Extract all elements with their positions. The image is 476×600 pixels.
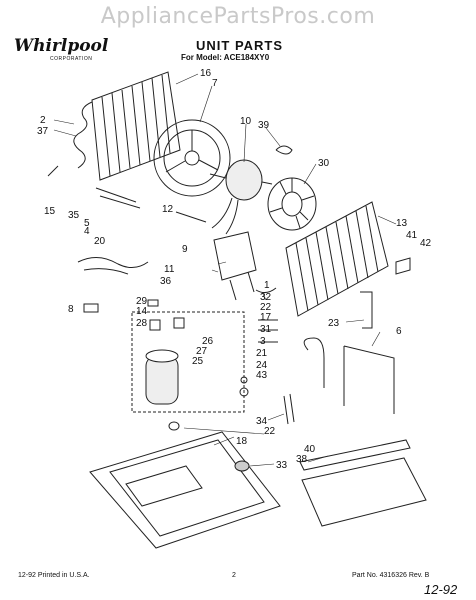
footer-print-date: 12-92 Printed in U.S.A. [18,572,90,579]
callout-11: 11 [164,264,175,275]
overload-part [147,299,159,307]
shaft-rod [175,211,207,223]
condenser-coil [73,71,181,181]
callout-2: 2 [40,115,46,126]
terminal-cover [173,317,185,329]
callout-24: 24 [256,360,268,371]
callout-17: 17 [260,312,272,323]
callout-41: 41 [406,230,418,241]
callout-25: 25 [192,356,204,367]
base-pan [89,431,281,549]
callout-labels: 16 7 2 37 10 39 30 15 35 5 4 12 13 41 42… [37,68,432,471]
callout-31: 31 [260,324,272,335]
base-grommet [234,460,250,472]
callout-40: 40 [304,444,316,455]
callout-21: 21 [256,348,268,359]
callout-4: 4 [84,226,90,237]
callout-39: 39 [258,120,270,131]
motor-support-bracket [213,231,257,301]
callout-43: 43 [256,370,268,381]
callout-10: 10 [240,116,252,127]
callout-35: 35 [68,210,80,221]
callout-6: 6 [396,326,402,337]
brand-logo: Whirlpool [14,36,109,56]
callout-18: 18 [236,436,248,447]
callout-38: 38 [296,454,308,465]
callout-23: 23 [328,318,340,329]
coil-bracket [395,257,411,275]
callout-22: 22 [264,426,276,437]
fan-motor [209,159,273,235]
callout-30: 30 [318,158,330,169]
callout-leaders [53,73,397,467]
tube-6 [343,345,395,414]
evaporator-coil [285,201,389,317]
compressor-grommet [168,421,180,431]
model-line: For Model: ACE184XY0 [181,53,270,62]
mount-washer [239,387,249,397]
callout-20: 20 [94,236,106,247]
callout-13: 13 [396,218,408,229]
blower-wheel [267,177,317,231]
callout-42: 42 [420,238,432,249]
connector-plug [83,303,99,313]
callout-32: 32 [260,292,272,303]
callout-27: 27 [196,346,208,357]
tube-loop [303,337,325,388]
callout-37: 37 [37,126,49,137]
page-title: UNIT PARTS [196,38,284,53]
tube-23 [360,291,373,329]
callout-14: 14 [136,306,148,317]
callout-12: 12 [162,204,174,215]
condenser-fan-blade [153,119,231,197]
callout-9: 9 [182,244,188,255]
front-strip [299,439,411,471]
watermark: AppliancePartsPros.com [100,4,376,29]
callout-33: 33 [276,460,288,471]
callout-22-top: 22 [260,302,272,313]
drain-pan [301,457,427,527]
callout-16: 16 [200,68,212,79]
callout-26: 26 [202,336,214,347]
motor-mount-clip [275,145,293,155]
callout-5: 5 [84,218,90,229]
callout-3: 3 [260,336,266,347]
callout-34: 34 [256,416,268,427]
thermostat-sensor [47,165,59,177]
callout-29: 29 [136,296,148,307]
callout-36: 36 [160,276,172,287]
drain-tube [283,393,295,425]
footer-page-number: 2 [232,572,236,579]
compressor-group-outline [131,311,245,413]
callout-15: 15 [44,206,56,217]
brand-subtitle: CORPORATION [50,56,93,62]
compressor [145,349,179,405]
footer-part-number: Part No. 4316326 Rev. B [352,572,430,579]
capillary-parts [255,287,278,343]
relay-part [149,319,161,331]
capacitor-leads [95,187,141,209]
callout-1: 1 [264,280,270,291]
wiring-harness [77,257,149,275]
mount-nut [240,376,248,384]
callout-28: 28 [136,318,148,329]
handwritten-date: 12-92 [424,582,458,597]
callout-7: 7 [212,78,218,89]
callout-8: 8 [68,304,74,315]
